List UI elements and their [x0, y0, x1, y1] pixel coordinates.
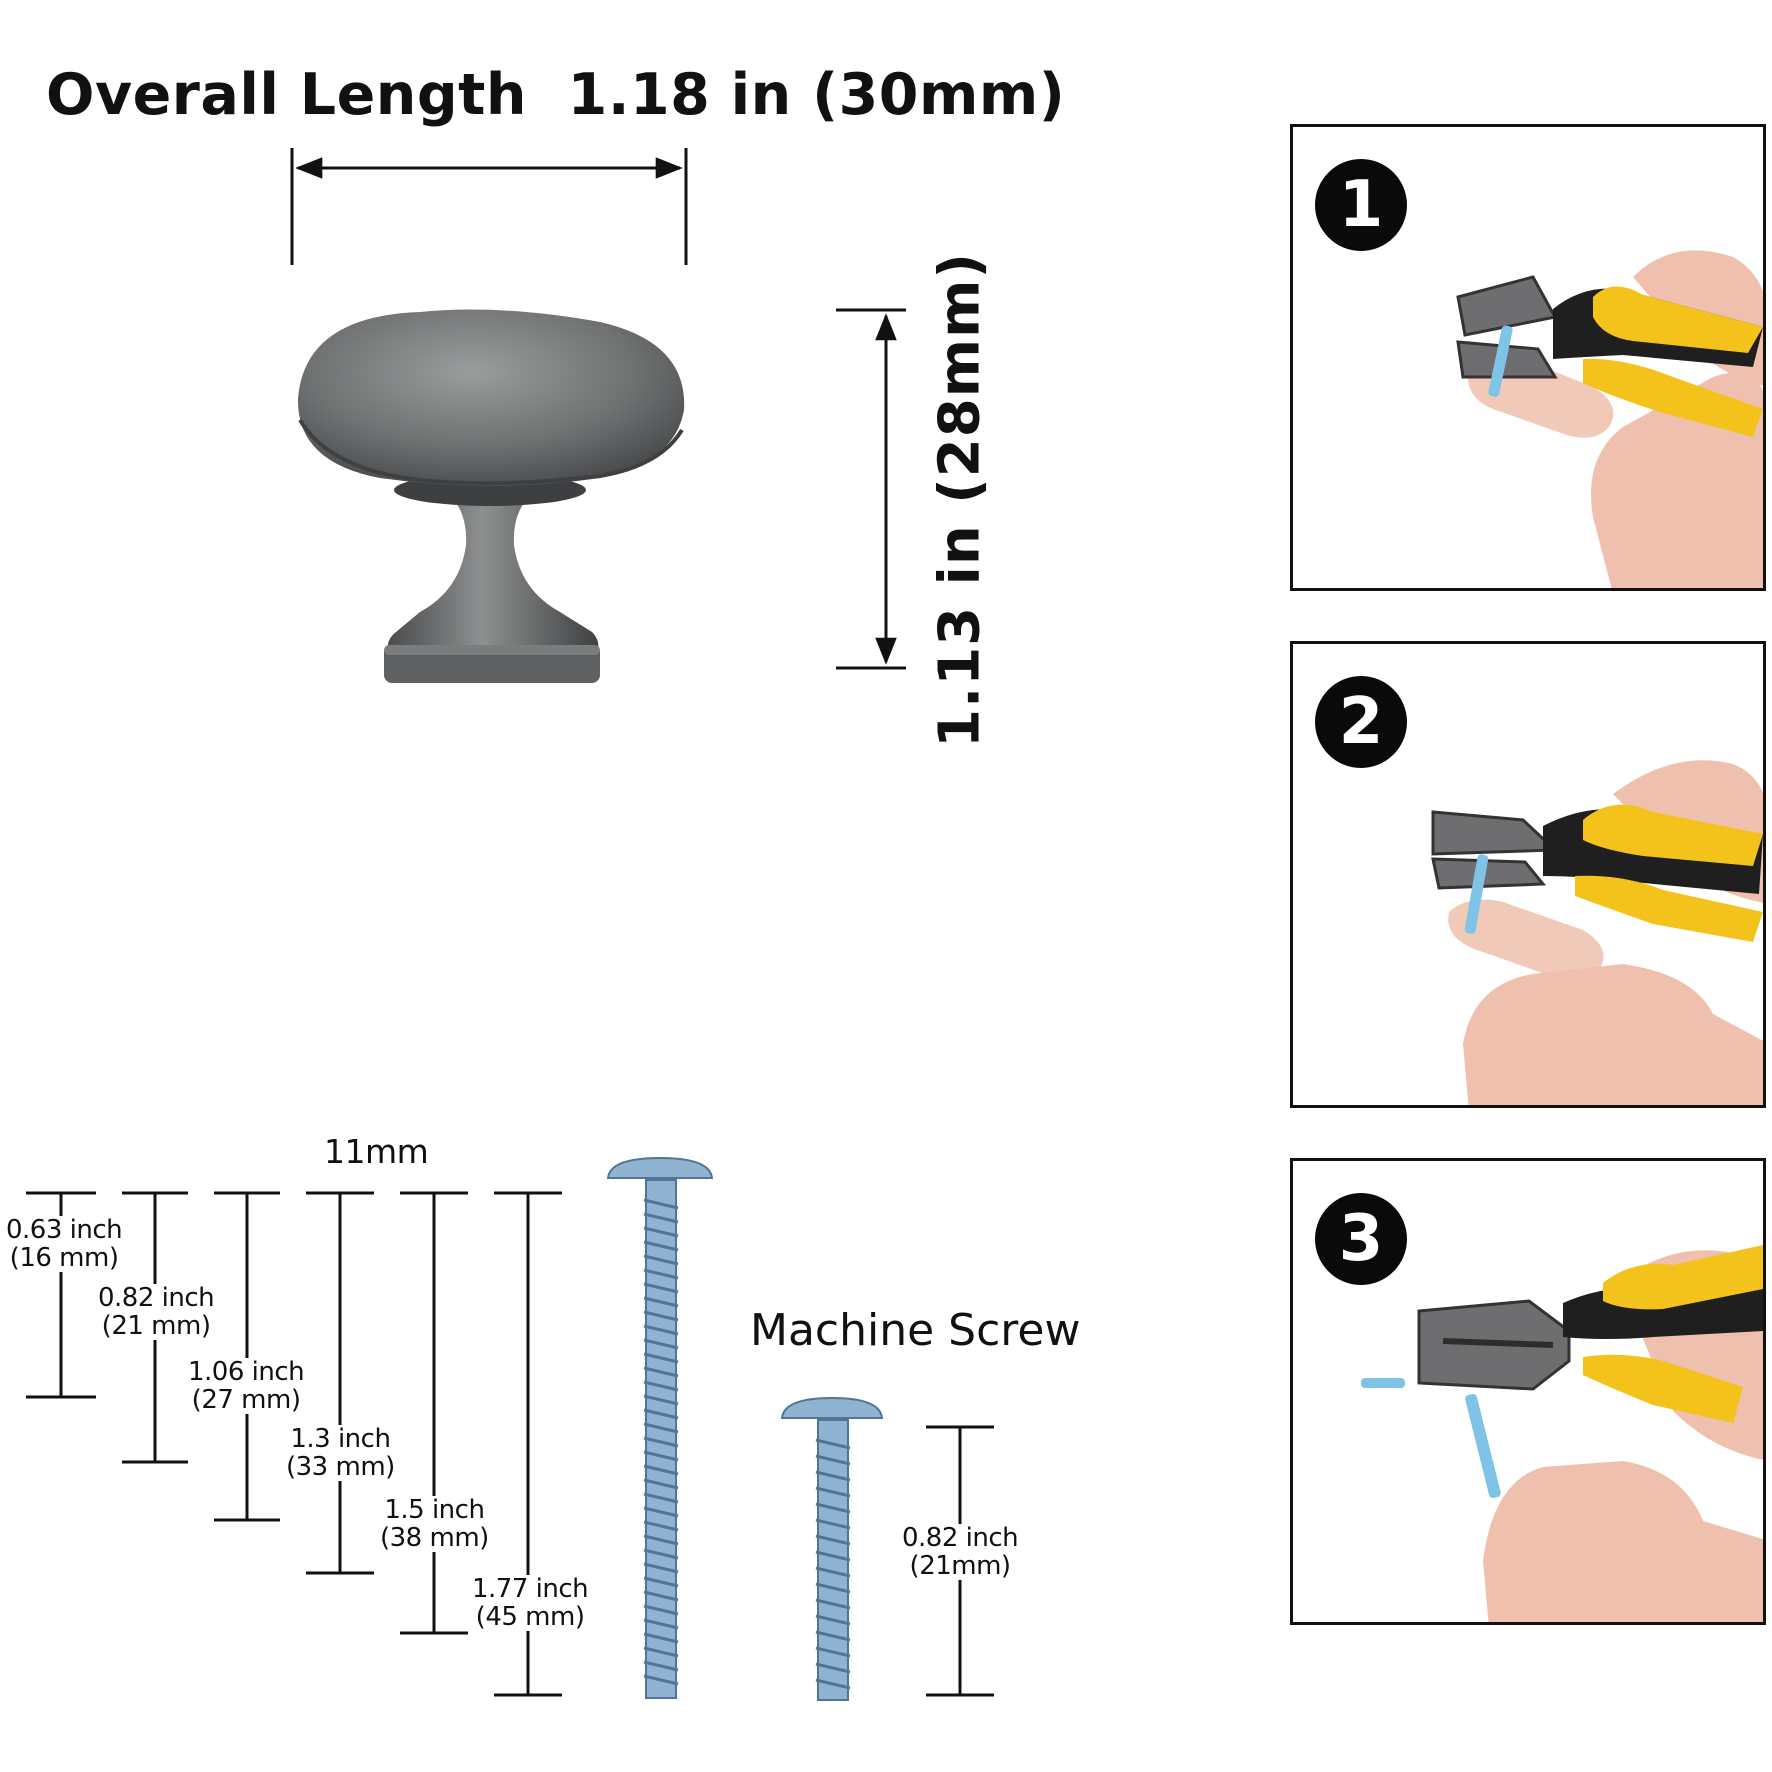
break-length-label-3: 1.3 inch (33 mm) [284, 1425, 397, 1481]
break-length-inch: 0.82 inch [98, 1283, 215, 1313]
pliers-gripping-screw-icon [1431, 760, 1763, 1105]
break-length-label-2: 1.06 inch (27 mm) [186, 1357, 307, 1415]
step-number-badge: 3 [1315, 1193, 1407, 1285]
break-length-label-5: 1.77 inch (45 mm) [470, 1574, 591, 1632]
machine-screw-length-inch: 0.82 inch [902, 1523, 1019, 1553]
break-length-inch: 1.77 inch [472, 1574, 589, 1604]
machine-screw-length-label: 0.82 inch (21mm) [900, 1523, 1021, 1581]
step-number-badge: 2 [1315, 676, 1407, 768]
break-length-label-0: 0.63 inch (16 mm) [4, 1215, 125, 1273]
break-length-mm: (21 mm) [101, 1311, 211, 1341]
step-panel-3: 3 [1290, 1158, 1766, 1625]
overall-length-value: 1.18 in (30mm) [567, 62, 1066, 128]
step-panel-2: 2 [1290, 641, 1766, 1108]
overall-length-label: Overall Length [46, 62, 527, 128]
break-length-mm: (16 mm) [9, 1243, 119, 1273]
break-away-screw-icon [606, 1156, 714, 1699]
break-length-mm: (27 mm) [191, 1385, 301, 1415]
break-length-mm: (33 mm) [286, 1452, 395, 1482]
cabinet-knob-icon [297, 309, 685, 683]
break-length-mm: (45 mm) [475, 1602, 585, 1632]
machine-screw-label: Machine Screw [750, 1305, 1081, 1356]
break-length-mm: (38 mm) [380, 1523, 489, 1553]
pliers-cutting-screw-icon [1456, 250, 1763, 588]
break-length-inch: 1.5 inch [384, 1495, 485, 1525]
pliers-snapping-screw-icon [1361, 1245, 1763, 1622]
break-length-label-4: 1.5 inch (38 mm) [378, 1496, 491, 1552]
step-number-badge: 1 [1315, 159, 1407, 251]
step-panel-1: 1 [1290, 124, 1766, 591]
break-length-inch: 1.3 inch [290, 1424, 391, 1454]
overall-length-title: Overall Length 1.18 in (30mm) [46, 62, 1065, 128]
screw-width-label: 11mm [322, 1132, 431, 1171]
machine-screw-length-mm: (21mm) [909, 1551, 1012, 1581]
break-length-label-1: 0.82 inch (21 mm) [96, 1283, 217, 1341]
break-length-inch: 1.06 inch [188, 1357, 305, 1387]
break-length-inch: 0.63 inch [6, 1215, 123, 1245]
machine-screw-icon [780, 1396, 884, 1701]
